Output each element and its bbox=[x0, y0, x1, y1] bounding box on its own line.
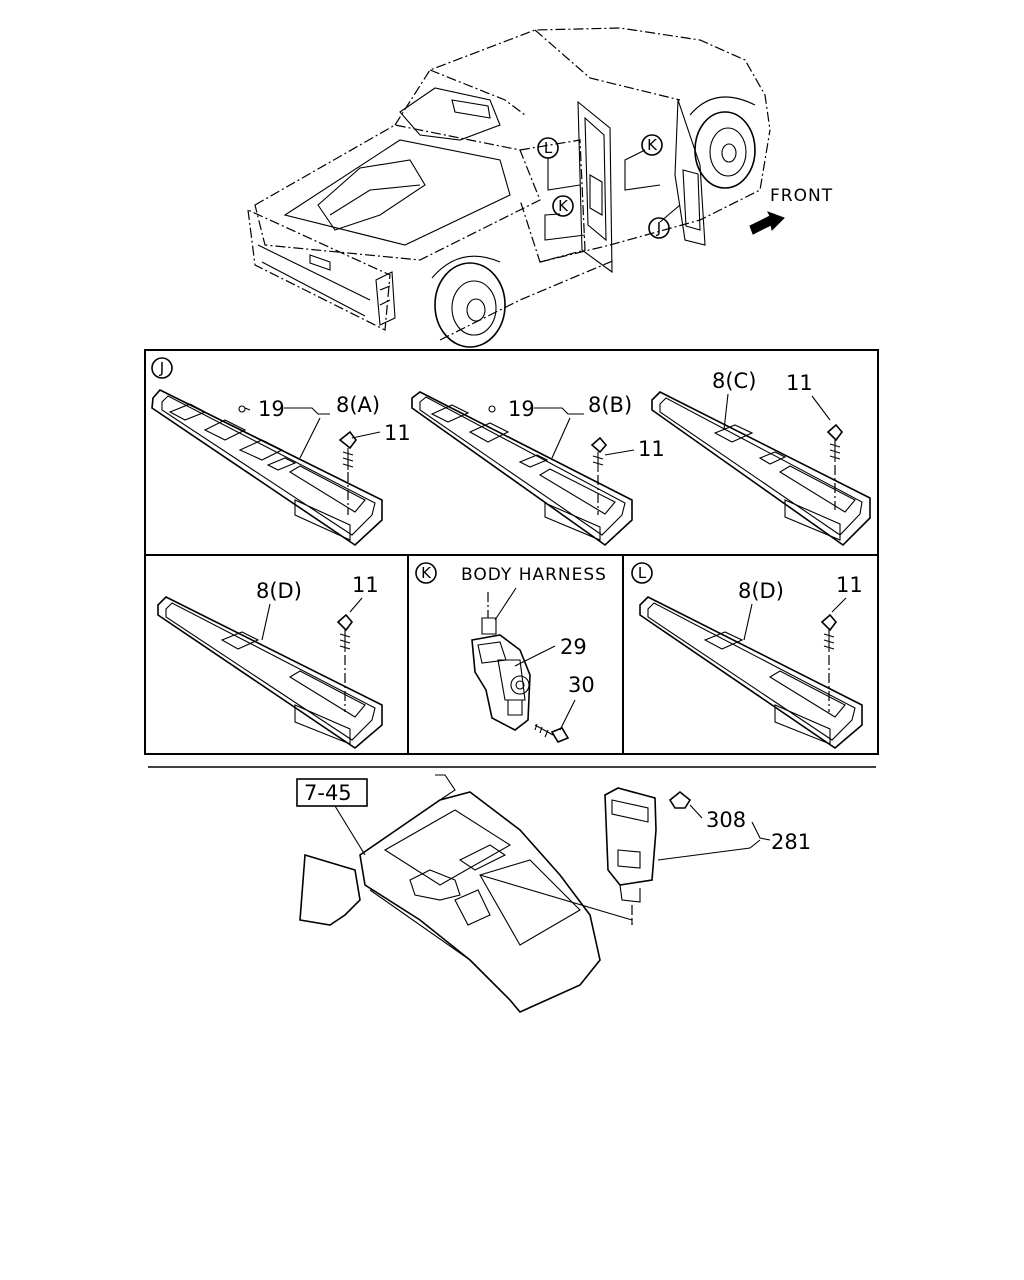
screw-11-label-D: 11 bbox=[352, 573, 379, 597]
window-switch-8D-J bbox=[157, 596, 383, 750]
door-switch-sensor bbox=[471, 592, 531, 731]
screw-11-label-A: 11 bbox=[384, 421, 411, 445]
svg-text:J: J bbox=[656, 219, 661, 237]
part-8B-label: 8(B) bbox=[588, 393, 632, 417]
switch-281-label: 281 bbox=[771, 830, 811, 854]
part-8C-leader bbox=[723, 393, 729, 431]
window-switch-8A bbox=[151, 389, 383, 547]
bulb-308-icon bbox=[668, 790, 692, 809]
svg-text:K: K bbox=[558, 197, 569, 215]
center-console-illustration bbox=[299, 774, 633, 1013]
callout-L-panel: L bbox=[631, 562, 653, 584]
callout-L-truck: L bbox=[537, 137, 559, 159]
bulb-19-leader-A bbox=[244, 407, 330, 415]
part-8D-label-J: 8(D) bbox=[256, 579, 302, 603]
part-8D-leader-J bbox=[261, 603, 271, 641]
screw-icon-A bbox=[338, 430, 357, 450]
screw-icon-D bbox=[336, 613, 354, 632]
ref-7-45-label: 7-45 bbox=[304, 781, 352, 805]
window-switch-8B bbox=[411, 391, 633, 547]
svg-text:K: K bbox=[647, 136, 658, 154]
bulb-19-leader-B bbox=[534, 407, 584, 415]
bulb-308-label: 308 bbox=[706, 808, 746, 832]
sensor-29-label: 29 bbox=[560, 635, 587, 659]
screw-30-icon bbox=[534, 723, 570, 743]
bulb-19-label-A: 19 bbox=[258, 397, 285, 421]
bulb-icon-B bbox=[488, 405, 496, 413]
body-harness-title: BODY HARNESS bbox=[461, 565, 607, 585]
svg-text:J: J bbox=[159, 359, 164, 377]
callout-K-panel: K bbox=[415, 562, 437, 584]
screw-11-label-B: 11 bbox=[638, 437, 665, 461]
part-8D-leader-L bbox=[743, 603, 753, 641]
part-8A-label: 8(A) bbox=[336, 393, 380, 417]
pickup-truck-illustration bbox=[247, 27, 771, 348]
switch-281-bracket bbox=[751, 821, 771, 841]
callout-K-truck-front: K bbox=[641, 134, 663, 156]
screw-11-label-L: 11 bbox=[836, 573, 863, 597]
screw-11-leader-C bbox=[811, 395, 831, 421]
bulb-308-leader bbox=[689, 804, 703, 819]
part-8B-leader bbox=[551, 417, 571, 459]
part-8D-label-L: 8(D) bbox=[738, 579, 784, 603]
front-label: FRONT bbox=[770, 186, 833, 206]
ref-7-45-box bbox=[296, 778, 368, 807]
screw-icon-L bbox=[820, 613, 838, 632]
svg-text:K: K bbox=[421, 564, 432, 582]
callout-J-panel: J bbox=[151, 357, 173, 379]
screw-30-label: 30 bbox=[568, 673, 595, 697]
console-switch-281 bbox=[604, 787, 657, 925]
screw-11-leader-L bbox=[831, 597, 847, 613]
bulb-icon-A bbox=[238, 405, 246, 413]
switch-281-leader bbox=[657, 839, 761, 861]
window-switch-8D-L bbox=[639, 596, 863, 750]
callout-K-truck-rear: K bbox=[552, 195, 574, 217]
screw-icon-B bbox=[590, 436, 608, 454]
part-8A-leader bbox=[299, 417, 321, 459]
ref-7-45-leader bbox=[334, 805, 366, 856]
part-8C-label: 8(C) bbox=[712, 369, 756, 393]
body-harness-leader bbox=[494, 587, 517, 621]
screw-11-leader-D bbox=[349, 597, 363, 613]
sensor-29-leader bbox=[514, 645, 556, 667]
bulb-19-label-B: 19 bbox=[508, 397, 535, 421]
screw-11-leader-B bbox=[604, 449, 635, 456]
svg-text:L: L bbox=[544, 139, 553, 157]
screw-icon-C bbox=[826, 423, 844, 442]
front-arrow-icon bbox=[749, 211, 785, 235]
screw-11-label-C: 11 bbox=[786, 371, 813, 395]
window-switch-8C bbox=[651, 391, 871, 547]
screw-30-leader bbox=[559, 699, 576, 731]
callout-J-truck: J bbox=[648, 217, 670, 239]
parts-panel-frame bbox=[144, 349, 879, 755]
svg-text:L: L bbox=[638, 564, 647, 582]
screw-11-leader-A bbox=[351, 431, 381, 439]
